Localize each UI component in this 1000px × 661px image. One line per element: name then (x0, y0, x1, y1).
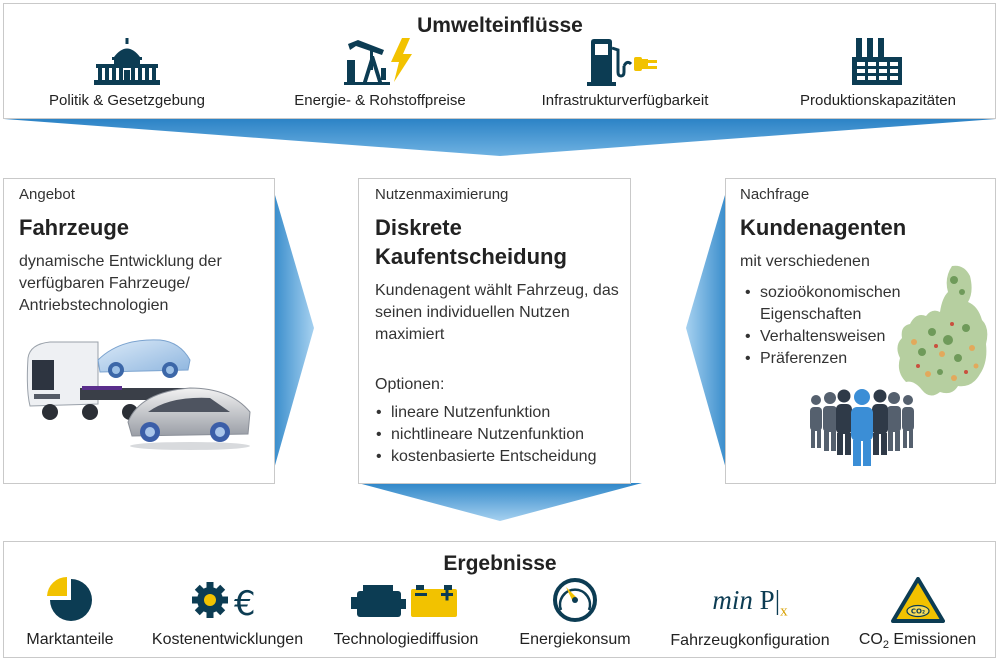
fuel-pump-plug-icon (587, 39, 657, 86)
environment-box (3, 3, 996, 119)
co2-sub: 2 (882, 639, 889, 652)
demand-title: Kundenagenten (740, 215, 907, 240)
gear-euro-icon: € (191, 582, 256, 623)
vehicles-illustration (26, 339, 251, 450)
supply-title: Fahrzeuge (19, 215, 130, 240)
svg-text:€: € (234, 584, 256, 623)
co2-prefix: CO (858, 631, 883, 648)
decision-option: nichtlineare Nutzenfunktion (374, 424, 629, 446)
engine-battery-icon (351, 585, 457, 617)
env-item-infrastructure: Infrastrukturverfügbarkeit (520, 38, 730, 109)
result-label-energy-consumption: Energiekonsum (519, 631, 631, 648)
formula-p: P (759, 585, 775, 615)
demand-item: sozioökonomischen Eigenschaften (743, 282, 923, 326)
formula-min: min (712, 585, 753, 615)
oil-pump-lightning-icon (344, 38, 412, 85)
demand-text: mit verschiedenen (740, 253, 870, 270)
result-market-share: Marktanteile (10, 577, 130, 649)
demand-item: Verhaltensweisen (743, 326, 923, 348)
supply-category: Angebot (19, 186, 75, 203)
env-label-energy-prices: Energie- & Rohstoffpreise (294, 92, 466, 109)
decision-title-line2: Kaufentscheidung (375, 244, 567, 269)
decision-options-label: Optionen: (375, 376, 445, 393)
env-item-politics: Politik & Gesetzgebung (22, 38, 232, 109)
decision-options-list: lineare Nutzenfunktion nichtlineare Nutz… (374, 402, 629, 468)
factory-icon (852, 38, 902, 85)
env-item-production: Produktionskapazitäten (773, 38, 983, 109)
co2-suffix: Emissionen (888, 631, 977, 648)
decision-text: Kundenagent wählt Fahrzeug, das seinen i… (375, 282, 619, 343)
optimization-formula: min P|x (712, 585, 788, 620)
env-label-politics: Politik & Gesetzgebung (49, 92, 205, 109)
supply-text: dynamische Entwicklung der verfügbaren F… (19, 253, 222, 314)
demand-category: Nachfrage (740, 186, 810, 203)
environment-funnel-arrow (4, 119, 996, 156)
result-energy-consumption: Energiekonsum (505, 577, 645, 649)
result-co2-emissions: CO₂ CO2 Emissionen (845, 577, 990, 651)
pie-chart-icon (47, 577, 92, 621)
demand-arrow (686, 178, 730, 483)
result-label-cost-development: Kostenentwicklungen (151, 631, 304, 648)
co2-icon-text: CO₂ (910, 608, 924, 616)
decision-option: kostenbasierte Entscheidung (374, 446, 629, 468)
decision-option: lineare Nutzenfunktion (374, 402, 629, 424)
warning-co2-icon: CO₂ (890, 577, 945, 623)
customer-agents-people-icon (810, 389, 914, 466)
demand-item: Präferenzen (743, 348, 923, 370)
result-label-co2-emissions: CO2 Emissionen (845, 631, 990, 651)
results-box (3, 541, 996, 658)
env-label-infrastructure: Infrastrukturverfügbarkeit (541, 92, 709, 109)
result-technology-diffusion: Technologiediffusion (320, 577, 492, 649)
result-cost-development: € Kostenentwicklungen (135, 577, 320, 649)
supply-arrow (270, 178, 314, 483)
capitol-building-icon (94, 38, 160, 85)
demand-items-list: sozioökonomischen Eigenschaften Verhalte… (743, 282, 923, 370)
env-item-energy-prices: Energie- & Rohstoffpreise (270, 38, 490, 109)
formula-sub: x (780, 603, 788, 620)
decision-title-line1: Diskrete (375, 215, 462, 240)
env-label-production: Produktionskapazitäten (800, 92, 956, 109)
environment-title: Umwelteinflüsse (417, 14, 583, 37)
results-title: Ergebnisse (443, 552, 557, 575)
result-label-technology-diffusion: Technologiediffusion (333, 631, 479, 648)
decision-category: Nutzenmaximierung (375, 186, 509, 203)
result-label-vehicle-configuration: Fahrzeugkonfiguration (670, 632, 830, 649)
result-label-market-share: Marktanteile (26, 631, 114, 648)
gauge-icon (553, 578, 597, 622)
result-vehicle-configuration: min P|x Fahrzeugkonfiguration (655, 574, 845, 650)
decision-down-arrow (358, 483, 642, 521)
